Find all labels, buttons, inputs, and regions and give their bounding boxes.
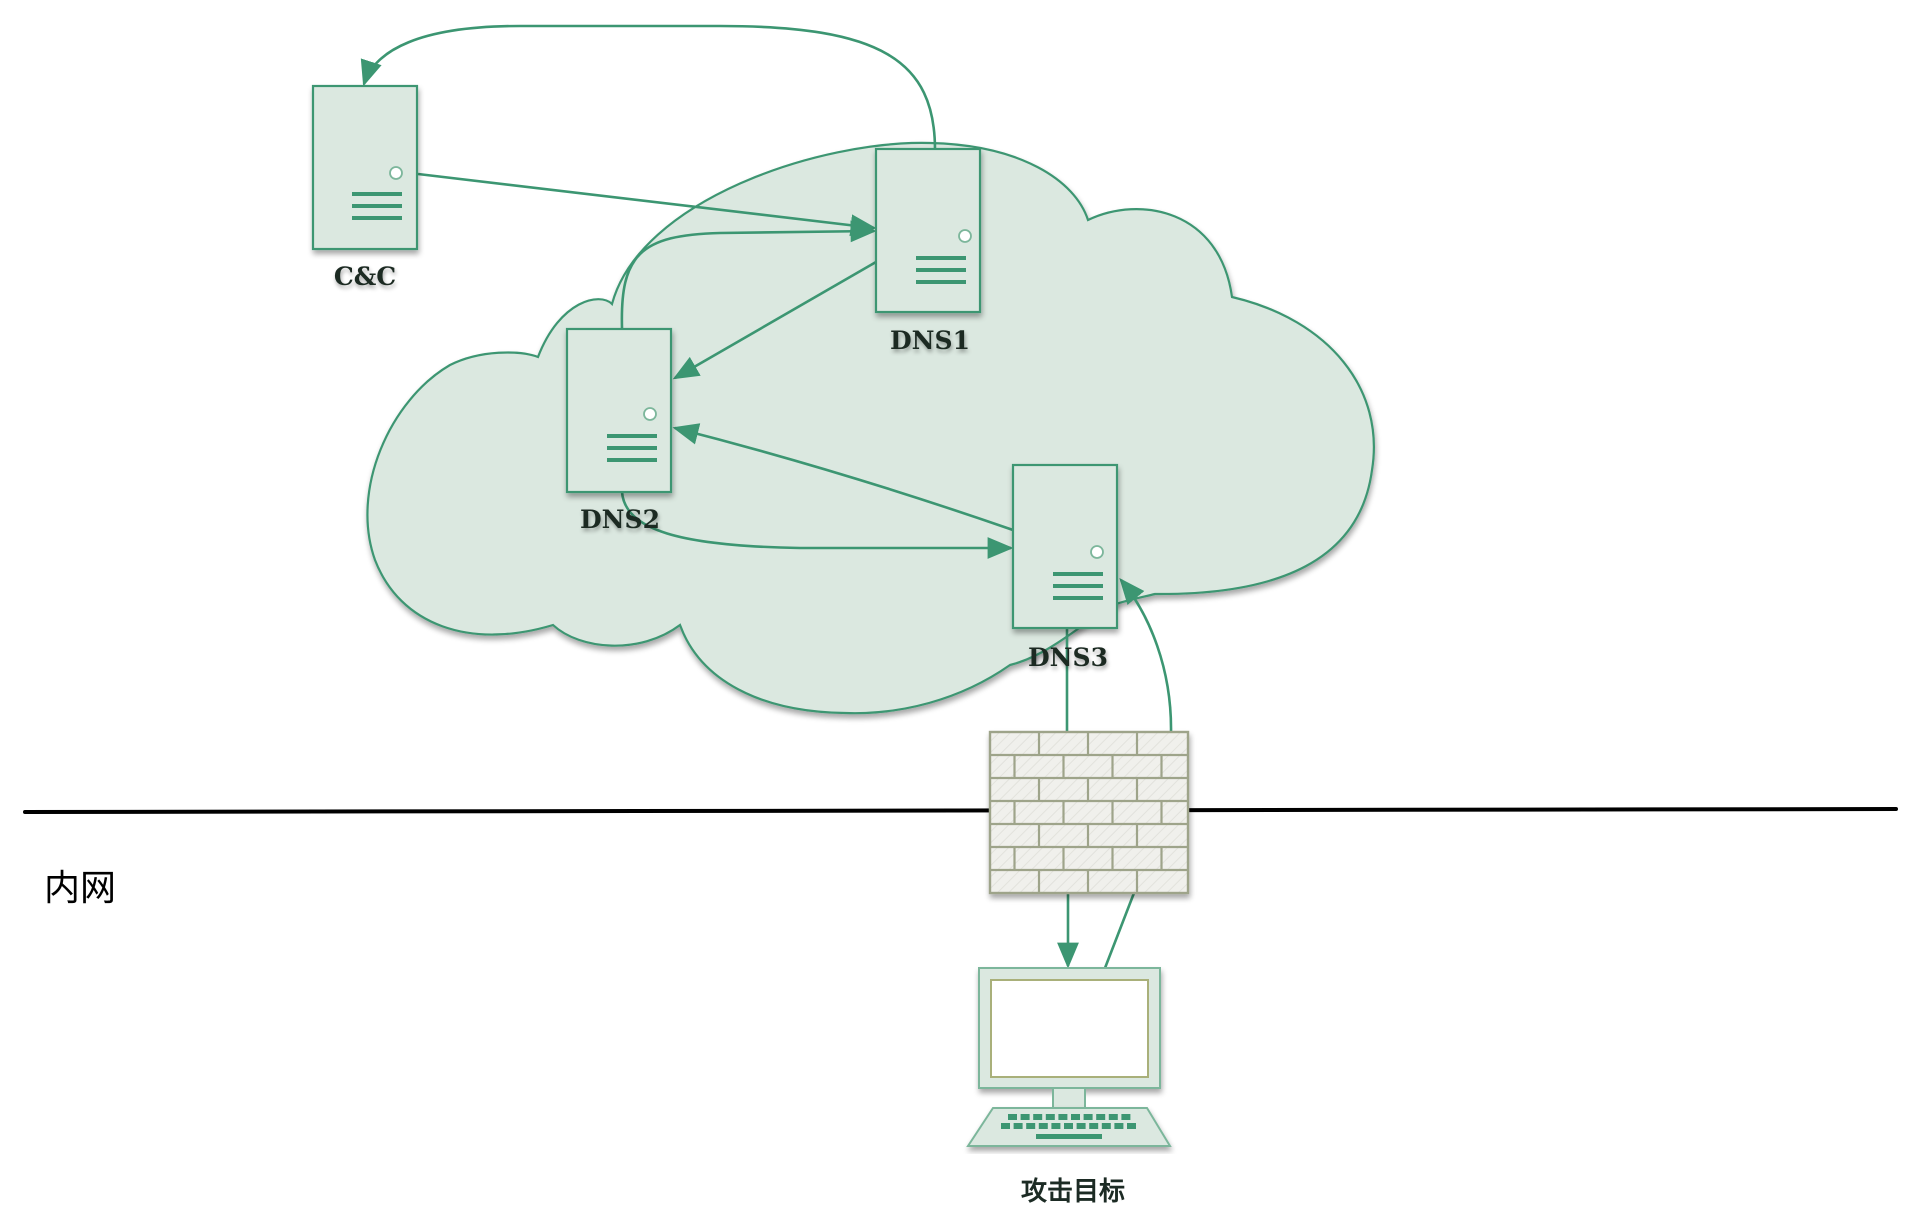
dns2-label: DNS2	[580, 505, 660, 534]
edge-dns1-to-dns2	[672, 260, 877, 380]
edge-dns2-to-dns1	[620, 220, 877, 329]
keyboard-keys	[1001, 1114, 1136, 1129]
server-case	[1011, 463, 1119, 630]
dns1-label: DNS1	[890, 326, 970, 355]
keyboard-key	[1108, 1114, 1118, 1120]
server-case	[311, 84, 419, 251]
keyboard-key	[1045, 1114, 1055, 1120]
dns3-server[interactable]	[1011, 463, 1119, 630]
keyboard-key	[1071, 1114, 1080, 1120]
edge-dns1-to-cc	[360, 24, 937, 151]
cc-server[interactable]	[311, 84, 419, 251]
dns3-label: DNS3	[1028, 643, 1108, 672]
edge-dns3-to-dns2	[672, 423, 1014, 532]
target-workstation[interactable]	[966, 967, 1172, 1147]
server-led-icon	[389, 166, 403, 180]
keyboard-key	[1026, 1123, 1036, 1129]
keyboard-key	[1008, 1114, 1017, 1120]
firewall-brick-pattern	[990, 732, 1188, 893]
firewall-wall-icon	[988, 730, 1190, 895]
keyboard-key	[1020, 1114, 1030, 1120]
keyboard-key	[1051, 1123, 1061, 1129]
keyboard-key	[1096, 1114, 1106, 1120]
keyboard-key	[1058, 1114, 1068, 1120]
keyboard-key	[1083, 1114, 1093, 1120]
keyboard-key	[1064, 1123, 1073, 1129]
keyboard-spacebar	[1036, 1134, 1102, 1139]
keyboard-key	[1013, 1123, 1023, 1129]
keyboard-key	[1089, 1123, 1099, 1129]
cc-label: C&C	[334, 262, 396, 291]
edge-target-to-firewall	[1103, 892, 1136, 969]
server-led-icon	[1090, 545, 1104, 559]
keyboard-key	[1038, 1123, 1048, 1129]
keyboard-key	[1033, 1114, 1043, 1120]
edge-cc-to-dns1	[417, 172, 877, 237]
target-label: 攻击目标	[1021, 1177, 1125, 1207]
server-led-icon	[643, 407, 657, 421]
dns2-server[interactable]	[565, 327, 673, 494]
server-led-icon	[958, 229, 972, 243]
edge-dns2-to-dns3	[620, 491, 1014, 559]
monitor-stand	[1052, 1087, 1086, 1109]
keyboard-key	[1127, 1123, 1136, 1129]
keyboard-key	[1076, 1123, 1086, 1129]
network-boundary-line	[23, 807, 1898, 814]
keyboard-key	[1001, 1123, 1010, 1129]
keyboard-key	[1101, 1123, 1111, 1129]
edge-firewall-to-dns3	[1119, 577, 1173, 734]
keyboard-key	[1114, 1123, 1124, 1129]
dns1-server[interactable]	[874, 147, 982, 314]
firewall[interactable]	[988, 730, 1190, 895]
monitor-screen	[990, 979, 1149, 1078]
internal-network-label: 内网	[44, 868, 116, 909]
keyboard-key	[1121, 1114, 1131, 1120]
